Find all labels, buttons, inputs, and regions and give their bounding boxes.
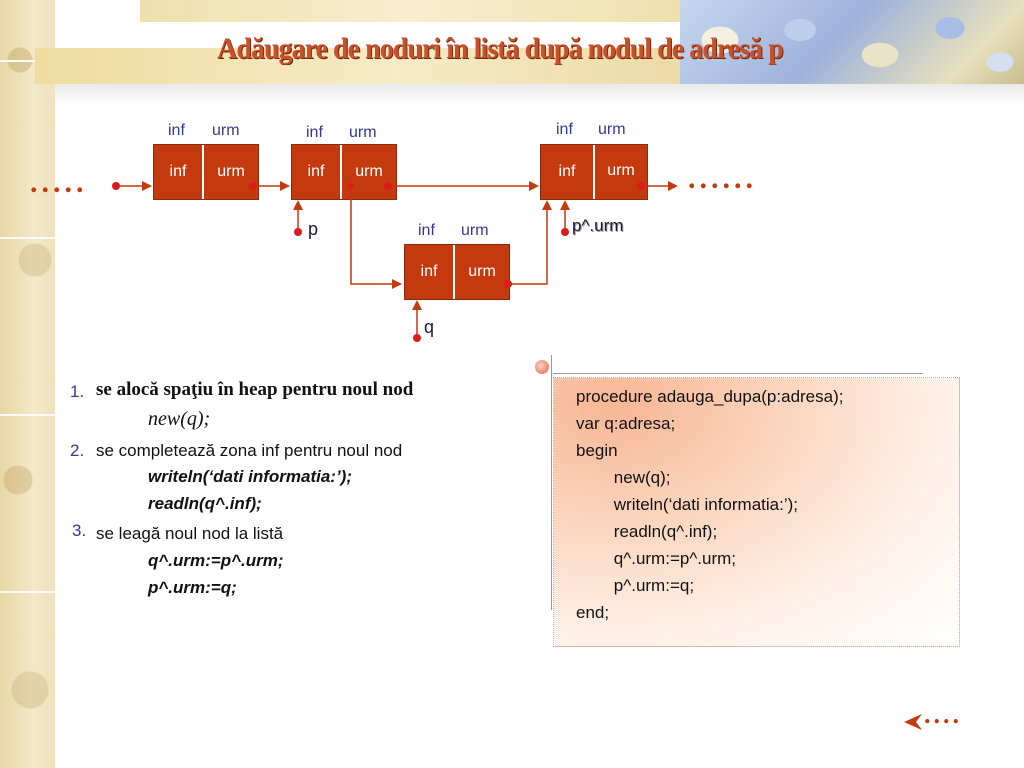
list-node-next: inf urm	[540, 144, 648, 200]
step3-code-2: p^.urm:=q;	[148, 578, 237, 597]
ellipsis-left: .....	[30, 166, 88, 199]
accent-line-horizontal	[553, 373, 923, 374]
code-line-6: readln(q^.inf);	[576, 522, 718, 541]
title-shadow	[55, 84, 1024, 104]
code-box: procedure adauga_dupa(p:adresa); var q:a…	[553, 377, 960, 647]
code-line-8: p^.urm:=q;	[576, 576, 695, 595]
pointer-p-label: p	[308, 219, 319, 239]
step3-text: se leagă noul nod la listă	[96, 524, 284, 543]
node3-header-urm: urm	[598, 121, 626, 138]
step2-number: 2.	[70, 441, 85, 460]
node-new-header-inf: inf	[418, 222, 435, 239]
node3-urm-cell: urm	[607, 162, 635, 179]
ellipsis-right: ......	[688, 162, 757, 195]
slide-title: Adăugare de noduri în listă după nodul d…	[217, 32, 784, 65]
node1-header-inf: inf	[168, 122, 185, 139]
dot-next-out	[637, 182, 645, 190]
dot-node1-in	[112, 182, 120, 190]
node-new-inf-cell: inf	[405, 245, 455, 299]
pointer-purm-label: p^.urm	[572, 216, 624, 235]
title-banner	[35, 48, 755, 84]
node2-inf-cell: inf	[292, 145, 342, 199]
arrow-p-urm-to-q	[350, 186, 402, 289]
code-line-3: begin	[576, 441, 618, 460]
floral-decoration	[680, 0, 1024, 92]
dot-q	[413, 334, 421, 342]
step1-code-1: new(q);	[148, 408, 211, 430]
node-new-header-urm: urm	[461, 222, 489, 239]
code-line-5: writeln(‘dati informatia:’);	[576, 495, 799, 514]
node1-urm-cell: urm	[217, 163, 245, 180]
node1-inf-cell: inf	[154, 145, 204, 199]
back-dots: ....	[924, 700, 962, 729]
code-line-7: q^.urm:=p^.urm;	[576, 549, 737, 568]
title-banner-top	[140, 0, 680, 22]
node3-inf-cell: inf	[541, 145, 595, 199]
node-new-urm-cell: urm	[468, 263, 496, 280]
dot-purm	[561, 228, 569, 236]
step2-code-1: writeln(‘dati informatia:’);	[148, 467, 352, 486]
back-arrow-icon	[904, 714, 922, 730]
dot-p	[294, 228, 302, 236]
accent-line-vertical	[551, 355, 552, 610]
step1-number: 1.	[70, 382, 85, 401]
node3-header-inf: inf	[556, 121, 573, 138]
step2-code-2: readln(q^.inf);	[148, 494, 262, 513]
dot-node1-out	[249, 182, 257, 190]
step3-code-1: q^.urm:=p^.urm;	[148, 551, 284, 570]
list-node-1: inf urm	[153, 144, 259, 200]
code-line-4: new(q);	[576, 468, 671, 487]
arrow-q-urm-to-next	[508, 200, 552, 285]
list-node-q: inf urm	[404, 244, 510, 300]
dot-q-urm	[504, 280, 512, 288]
code-line-1: procedure adauga_dupa(p:adresa);	[576, 387, 844, 406]
node2-header-inf: inf	[306, 124, 323, 141]
code-line-2: var q:adresa;	[576, 414, 676, 433]
back-button[interactable]: ....	[902, 700, 962, 732]
node1-header-urm: urm	[212, 122, 240, 139]
dot-p-out	[384, 182, 392, 190]
node2-header-urm: urm	[349, 124, 377, 141]
pointer-q-label: q	[424, 317, 435, 337]
step3-number: 3.	[72, 521, 87, 540]
step1-text: se alocă spaţiu în heap pentru noul nod	[96, 379, 414, 400]
step2-text: se completează zona inf pentru noul nod	[96, 441, 403, 460]
dot-p-urm	[348, 183, 354, 189]
list-node-p: inf urm	[291, 144, 397, 200]
accent-dot	[535, 360, 549, 374]
code-line-9: end;	[576, 603, 610, 622]
node2-urm-cell: urm	[355, 163, 383, 180]
parchment-decoration	[0, 0, 55, 768]
